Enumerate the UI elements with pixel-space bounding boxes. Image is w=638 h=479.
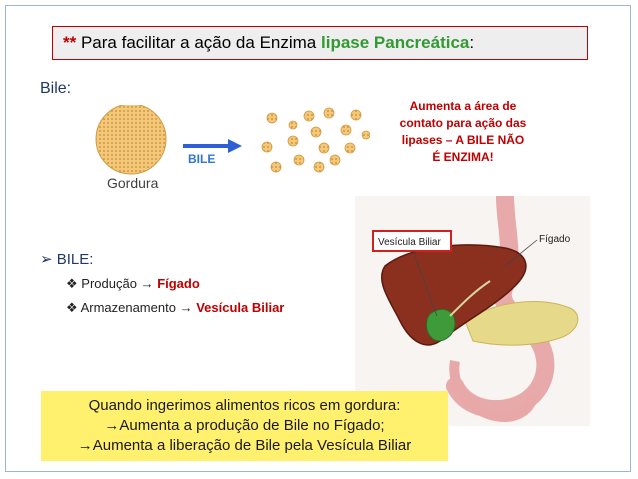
liver-label: Fígado xyxy=(539,234,571,245)
note-line: contato para ação das xyxy=(399,116,527,130)
right-arrow-icon: → xyxy=(179,300,193,315)
liver-gallbladder-illustration: Vesícula Biliar Fígado xyxy=(355,196,590,426)
bullet-list: ➢ BILE: ❖ Produção → Fígado ❖ Armazename… xyxy=(40,250,284,324)
fat-caption: Gordura xyxy=(107,175,159,191)
gallbladder-label: Vesícula Biliar xyxy=(378,237,441,248)
note-line: É ENZIMA! xyxy=(432,150,494,164)
fat-globule-icon xyxy=(95,105,167,175)
arrow-bullet-icon: ➢ xyxy=(40,251,53,268)
summary-line: →Aumenta a produção de Bile no Fígado; xyxy=(41,416,448,436)
right-arrow-icon: → xyxy=(77,437,93,454)
bile-heading: Bile: xyxy=(40,80,72,97)
droplets-icon xyxy=(261,107,370,173)
diamond-bullet-icon: ❖ xyxy=(66,276,78,291)
bullet-heading: ➢ BILE: xyxy=(40,250,284,268)
bullet-label: Armazenamento xyxy=(80,300,176,315)
bullet-heading-text: BILE: xyxy=(56,251,94,268)
arrowhead-icon xyxy=(228,139,242,153)
title-prefix: Para facilitar a ação da Enzima xyxy=(80,33,317,52)
summary-line: Quando ingerimos alimentos ricos em gord… xyxy=(88,397,401,414)
note-line: lipases – A BILE NÃO xyxy=(401,133,525,147)
right-arrow-icon: → xyxy=(104,417,120,434)
summary-line-text: Aumenta a liberação de Bile pela Vesícul… xyxy=(92,437,412,454)
gallbladder-icon xyxy=(426,308,456,342)
emulsification-diagram xyxy=(95,105,370,175)
summary-line-text: Aumenta a produção de Bile no Fígado; xyxy=(119,417,385,434)
title-suffix: : xyxy=(469,33,475,52)
bullet-label: Produção xyxy=(81,276,137,291)
slide-frame xyxy=(5,5,631,472)
bullet-item-production: ❖ Produção → Fígado xyxy=(66,276,284,292)
summary-box: Quando ingerimos alimentos ricos em gord… xyxy=(41,391,448,461)
title-stars: ** xyxy=(63,33,77,52)
bullet-value: Vesícula Biliar xyxy=(196,300,285,315)
note-line: Aumenta a área de xyxy=(409,99,517,113)
summary-line: →Aumenta a liberação de Bile pela Vesícu… xyxy=(41,436,448,456)
bullet-item-storage: ❖ Armazenamento → Vesícula Biliar xyxy=(66,300,284,316)
right-arrow-icon: → xyxy=(140,276,154,291)
liver-icon xyxy=(380,244,527,346)
bullet-value: Fígado xyxy=(157,276,200,291)
title-highlight: lipase Pancreática xyxy=(321,33,470,52)
diamond-bullet-icon: ❖ xyxy=(66,300,78,315)
slide-title: ** Para facilitar a ação da Enzima lipas… xyxy=(52,26,588,60)
arrow-label: BILE xyxy=(188,152,216,166)
note-text: Aumenta a área de contato para ação das … xyxy=(380,98,546,166)
